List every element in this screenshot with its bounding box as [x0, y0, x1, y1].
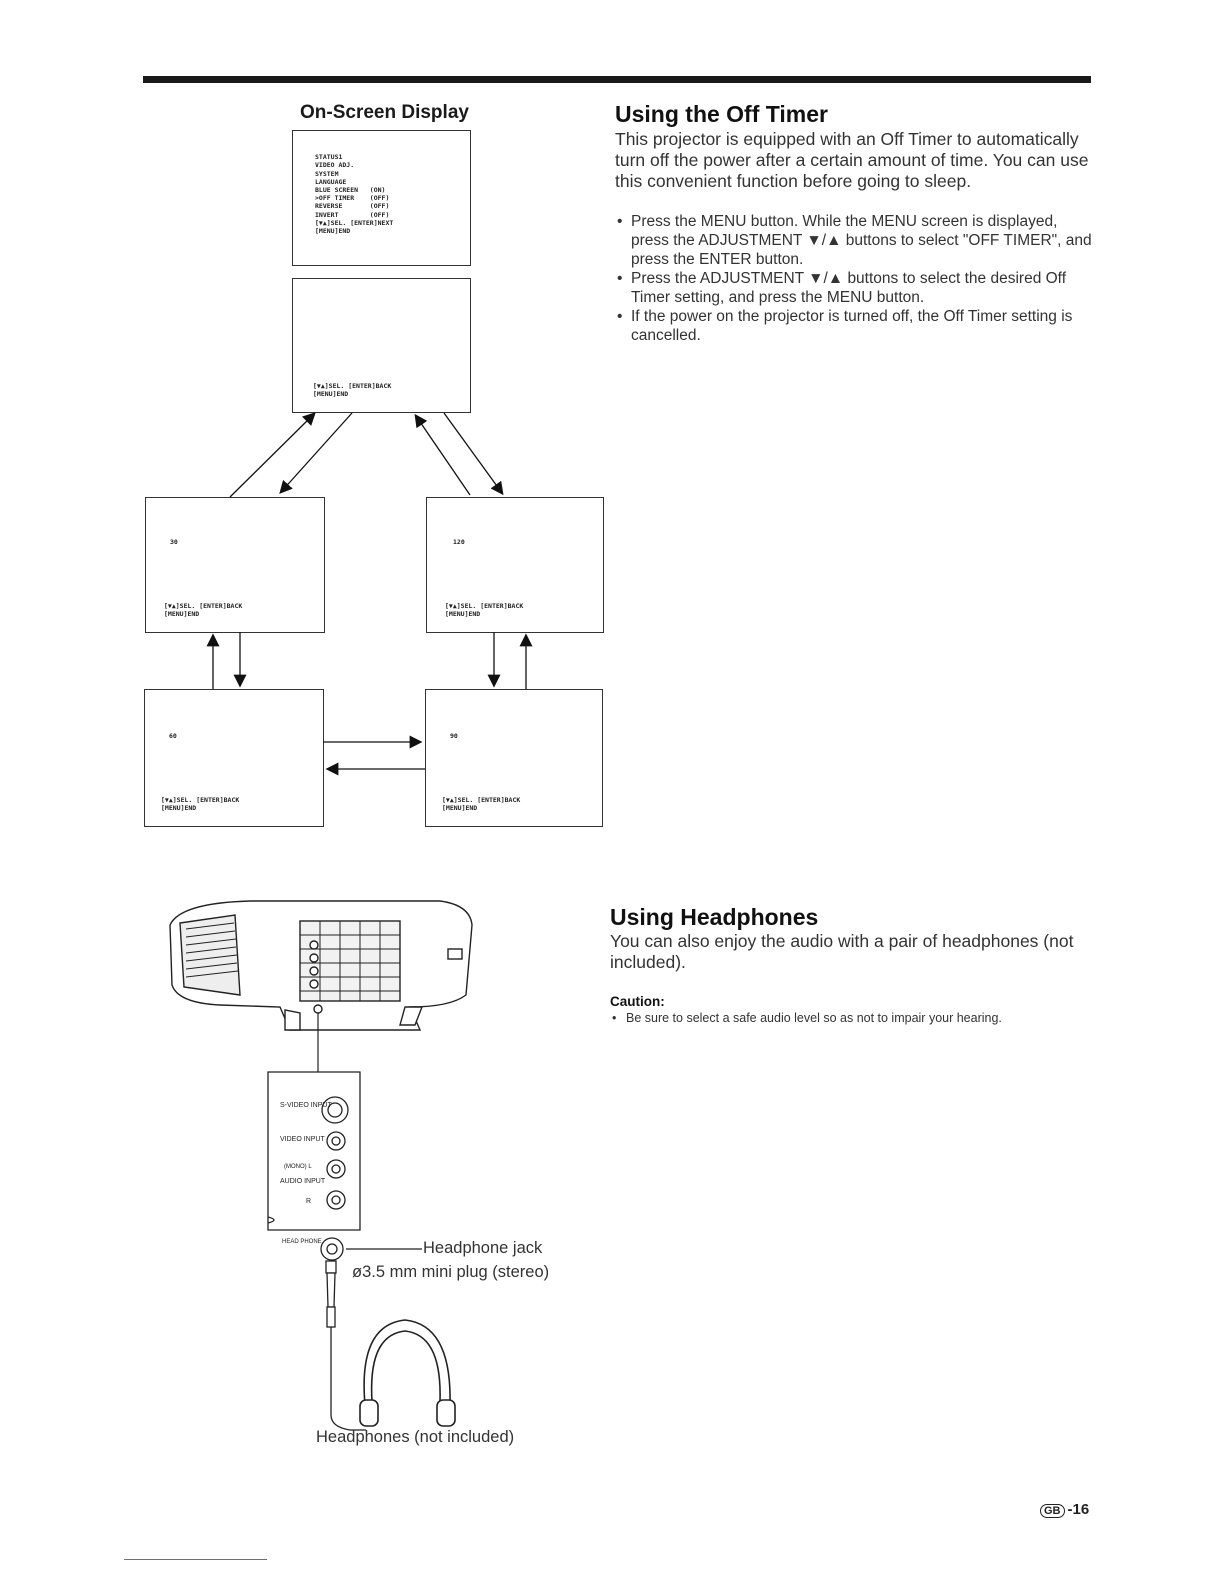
- headphones-caption: Headphones (not included): [316, 1428, 515, 1446]
- caution-list: Be sure to select a safe audio level so …: [610, 1010, 1090, 1026]
- footer-line: [MENU]END: [313, 390, 349, 399]
- region-badge: GB: [1040, 1504, 1065, 1518]
- mini-plug-caption: ø3.5 mm mini plug (stereo): [352, 1263, 550, 1281]
- projector-icon: [169, 900, 473, 1031]
- timer-value: 30: [170, 538, 178, 546]
- footer-line: [MENU]END: [445, 610, 481, 619]
- footer-line: [▼▲]SEL. [ENTER]BACK: [442, 796, 521, 805]
- timer-value: 90: [450, 732, 458, 740]
- osd-timer-60-screen: 60 [▼▲]SEL. [ENTER]BACK[MENU]END: [144, 689, 324, 827]
- osd-footer: [▼▲]SEL. [ENTER]BACK[MENU]END: [164, 594, 242, 635]
- footer-line: [▼▲]SEL. [ENTER]BACK: [313, 382, 392, 391]
- headphone-jack-label: HEAD PHONE: [282, 1239, 322, 1245]
- osd-footer: [▼▲]SEL. [ENTER]BACK[MENU]END: [313, 374, 391, 415]
- video-label: VIDEO INPUT: [280, 1136, 325, 1143]
- mini-plug-icon: [325, 1260, 366, 1431]
- off-timer-heading: Using the Off Timer: [615, 101, 828, 127]
- footer-line: [MENU]END: [442, 804, 478, 813]
- menu-line: [MENU]END: [315, 227, 351, 236]
- osd-off-timer-screen: [▼▲]SEL. [ENTER]BACK[MENU]END: [292, 278, 471, 413]
- audio-r-label: R: [306, 1198, 311, 1205]
- list-item: Press the ADJUSTMENT ▼/▲ buttons to sele…: [615, 269, 1095, 307]
- menu-line: REVERSE (OFF): [315, 202, 390, 211]
- audio-label: AUDIO INPUT: [280, 1178, 326, 1185]
- osd-flow-arrows: [206, 412, 533, 776]
- menu-line: SYSTEM: [315, 169, 339, 178]
- menu-line: STATUS1: [315, 153, 343, 162]
- osd-timer-30-screen: 30 [▼▲]SEL. [ENTER]BACK[MENU]END: [145, 497, 325, 633]
- timer-value: 120: [453, 538, 465, 546]
- page-number-value: -16: [1067, 1501, 1090, 1518]
- menu-line: [▼▲]SEL. [ENTER]NEXT: [315, 218, 394, 227]
- footer-line: [▼▲]SEL. [ENTER]BACK: [445, 602, 524, 611]
- list-item: Be sure to select a safe audio level so …: [610, 1010, 1090, 1026]
- caution-title: Caution:: [610, 994, 665, 1009]
- footer-line: [▼▲]SEL. [ENTER]BACK: [164, 602, 243, 611]
- headphone-connection-illustration: S-VIDEO INPUT VIDEO INPUT (MONO) L AUDIO…: [169, 900, 473, 1431]
- footer-line: [▼▲]SEL. [ENTER]BACK: [161, 796, 240, 805]
- menu-line: BLUE SCREEN (ON): [315, 186, 386, 195]
- menu-line: VIDEO ADJ.: [315, 161, 355, 170]
- list-item: Press the MENU button. While the MENU sc…: [615, 212, 1095, 269]
- headphones-icon: [359, 1319, 456, 1427]
- headphones-heading: Using Headphones: [610, 904, 819, 930]
- osd-footer: [▼▲]SEL. [ENTER]BACK[MENU]END: [445, 594, 523, 635]
- input-panel: [267, 1071, 361, 1261]
- footer-line: [MENU]END: [161, 804, 197, 813]
- osd-timer-120-screen: 120 [▼▲]SEL. [ENTER]BACK[MENU]END: [426, 497, 604, 633]
- bottom-line: [124, 1559, 267, 1560]
- osd-title: On-Screen Display: [300, 102, 469, 123]
- list-item: If the power on the projector is turned …: [615, 307, 1095, 345]
- off-timer-steps: Press the MENU button. While the MENU sc…: [615, 212, 1095, 345]
- osd-timer-90-screen: 90 [▼▲]SEL. [ENTER]BACK[MENU]END: [425, 689, 603, 827]
- page-number: GB-16: [1040, 1501, 1089, 1518]
- menu-line: INVERT (OFF): [315, 210, 390, 219]
- arrow-120-to-off: [414, 413, 471, 496]
- arrow-30-to-off: [229, 412, 316, 498]
- svideo-label: S-VIDEO INPUT: [280, 1102, 332, 1109]
- menu-line: LANGUAGE: [315, 177, 347, 186]
- arrow-off-to-30: [279, 412, 353, 494]
- osd-footer: [▼▲]SEL. [ENTER]BACK[MENU]END: [161, 788, 239, 829]
- audio-mono-label: (MONO) L: [284, 1164, 312, 1170]
- osd-footer: [▼▲]SEL. [ENTER]BACK[MENU]END: [442, 788, 520, 829]
- top-rule: [143, 76, 1091, 83]
- off-timer-intro: This projector is equipped with an Off T…: [615, 129, 1089, 191]
- headphone-jack-caption: Headphone jack: [423, 1239, 543, 1257]
- headphones-intro: You can also enjoy the audio with a pair…: [610, 931, 1074, 972]
- arrow-off-to-120: [443, 412, 504, 496]
- footer-line: [MENU]END: [164, 610, 200, 619]
- timer-value: 60: [169, 732, 177, 740]
- menu-line: >OFF TIMER (OFF): [315, 194, 390, 203]
